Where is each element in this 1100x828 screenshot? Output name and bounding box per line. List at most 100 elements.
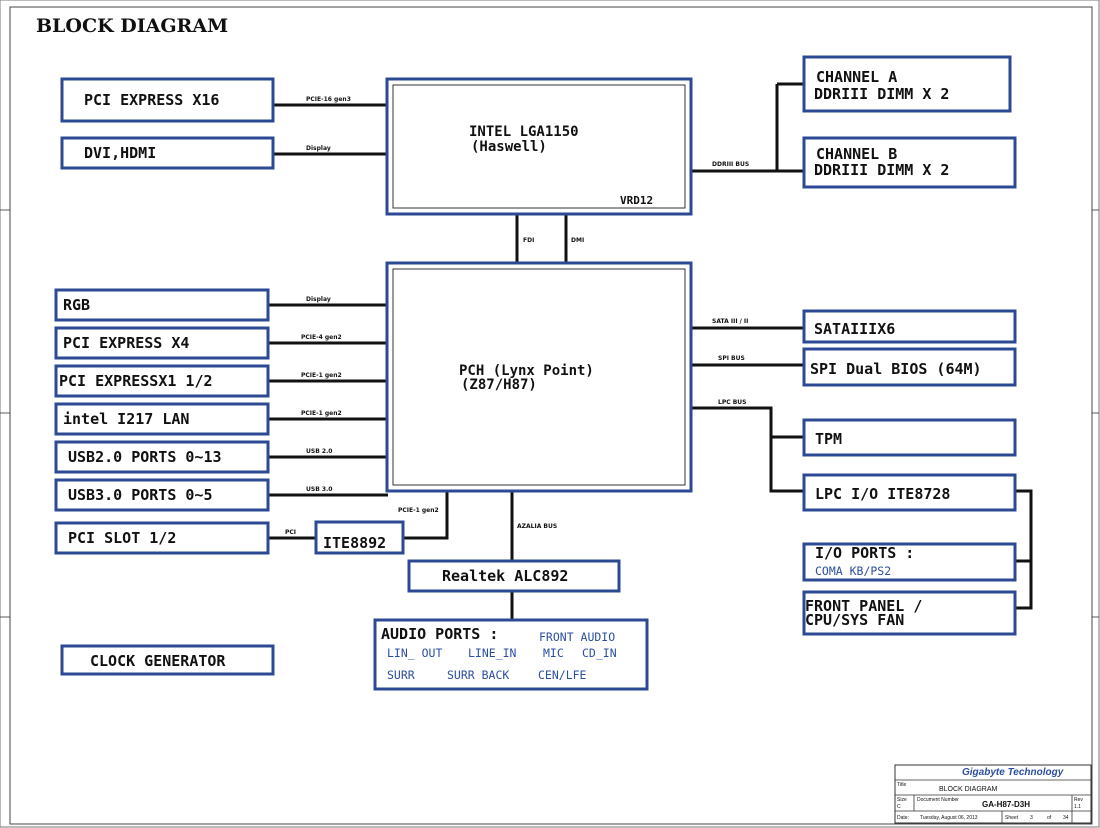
rev-value: 1.1 [1074,804,1081,810]
border-ticks [0,209,1099,618]
ite8892-block: ITE8892 [314,520,405,555]
diagram-title: BLOCK DIAGRAM [36,15,228,37]
realtek-block: Realtek ALC892 [407,559,621,593]
pci-slot-block: PCI SLOT 1/2 [54,521,270,555]
wire-ite-pch [404,492,449,540]
pcie4-label: PCI EXPRESS X4 [63,334,189,352]
sata-block: SATAIIIX6 [802,309,1017,344]
bus-label-ddr: DDRIII BUS [712,161,749,168]
bus-label-pcie1c: PCIE-1 gen2 [398,507,439,514]
wires [269,82,1033,620]
spi-bios-block: SPI Dual BIOS (64M) [802,347,1017,387]
bus-label-lpc: LPC BUS [718,399,746,406]
bus-label-display2: Display [306,296,331,303]
io-ports-detail: COMA KB/PS2 [815,564,891,578]
bus-label-azalia: AZALIA BUS [517,523,557,530]
tpm-block: TPM [802,418,1017,457]
bus-label-sata: SATA III / II [712,318,748,325]
pch-models: (Z87/H87) [461,377,537,393]
sheet-value: 3 [1030,815,1033,821]
audio-surr-back: SURR BACK [447,668,509,682]
pcie16-label: PCI EXPRESS X16 [84,91,219,109]
clock-generator-label: CLOCK GENERATOR [90,652,226,670]
bus-label-usb2: USB 2.0 [306,448,332,455]
usb3-label: USB3.0 PORTS 0~5 [68,486,213,504]
realtek-label: Realtek ALC892 [442,567,568,585]
title-block: Gigabyte Technology Title BLOCK DIAGRAM … [894,764,1092,824]
size-label: Size [897,797,907,803]
audio-mic: MIC [543,646,564,660]
title-label: Title [897,782,906,788]
cpu-vrd: VRD12 [620,194,653,207]
audio-lin-out: LIN_ OUT [387,646,442,660]
bus-label-pcie4: PCIE-4 gen2 [301,334,342,341]
doc-number-label: Document Number [917,797,959,803]
bus-label-pcie16: PCIE-16 gen3 [306,96,351,103]
rgb-block: RGB [54,288,270,322]
bus-label-display1: Display [306,145,331,152]
dvi-hdmi-label: DVI,HDMI [84,144,156,162]
date-label: Date: [897,815,909,821]
lpc-io-block: LPC I/O ITE8728 [802,473,1017,512]
bus-label-pcie1a: PCIE-1 gen2 [301,372,342,379]
pcie1-block: PCI EXPRESSX1 1/2 [54,364,270,398]
pci-slot-label: PCI SLOT 1/2 [68,529,176,547]
clock-generator-block: CLOCK GENERATOR [60,644,275,676]
size-value: C [897,804,901,810]
spi-bios-label: SPI Dual BIOS (64M) [810,360,982,378]
io-ports-label: I/O PORTS : [815,544,914,562]
channel-b-dimm: DDRIII DIMM X 2 [814,161,949,179]
bus-label-fdi: FDI [523,237,534,244]
audio-line-in: LINE_IN [468,646,517,660]
bus-label-pci: PCI [285,529,296,536]
rev-label: Rev [1074,797,1083,803]
audio-cd-in: CD_IN [582,646,617,660]
wire-lpc-riser [1015,489,1033,610]
pcie1-label: PCI EXPRESSX1 1/2 [59,372,213,390]
bus-label-dmi: DMI [571,237,584,244]
audio-cen-lfe: CEN/LFE [538,668,587,682]
sheet-border [9,6,1093,825]
channel-a-block: CHANNEL A DDRIII DIMM X 2 [802,55,1012,113]
channel-b-block: CHANNEL B DDRIII DIMM X 2 [802,136,1017,189]
pcie16-block: PCI EXPRESS X16 [60,77,275,123]
doc-number-value: GA-H87-D3H [982,800,1030,809]
channel-a-label: CHANNEL A [816,68,897,86]
dvi-hdmi-block: DVI,HDMI [60,136,275,170]
wire-lpc [692,406,805,493]
cpu-sys-fan-label: CPU/SYS FAN [805,611,904,629]
date-value: Tuesday, August 06, 2013 [920,815,978,821]
audio-front: FRONT AUDIO [539,630,615,644]
channel-a-dimm: DDRIII DIMM X 2 [814,85,949,103]
usb3-block: USB3.0 PORTS 0~5 [54,478,270,512]
lpc-io-label: LPC I/O ITE8728 [815,485,950,503]
audio-ports-label: AUDIO PORTS : [381,625,498,643]
pcie4-block: PCI EXPRESS X4 [54,326,270,360]
sheet-label: Sheet [1005,815,1019,821]
rgb-label: RGB [63,296,90,314]
tpm-label: TPM [815,430,842,448]
lan-label: intel I217 LAN [63,410,189,428]
bus-labels: PCIE-16 gen3 Display DDRIII BUS FDI DMI … [285,96,749,536]
cpu-codename: (Haswell) [471,139,547,155]
sata-label: SATAIIIX6 [814,320,895,338]
ite8892-label: ITE8892 [323,534,386,552]
usb2-block: USB2.0 PORTS 0~13 [54,440,270,474]
front-panel-block: FRONT PANEL / CPU/SYS FAN [802,590,1017,636]
audio-ports-block: AUDIO PORTS : FRONT AUDIO LIN_ OUT LINE_… [373,618,649,691]
title-value: BLOCK DIAGRAM [939,786,998,793]
cpu-name: INTEL LGA1150 [469,124,579,140]
bus-label-usb3: USB 3.0 [306,486,332,493]
of-label: of [1047,815,1052,821]
channel-b-label: CHANNEL B [816,145,897,163]
of-value: 34 [1063,815,1069,821]
cpu-block: INTEL LGA1150 (Haswell) VRD12 [385,77,693,216]
front-panel-label: FRONT PANEL / [805,597,922,615]
audio-surr: SURR [387,668,415,682]
io-ports-block: I/O PORTS : COMA KB/PS2 [802,542,1017,582]
bus-label-pcie1b: PCIE-1 gen2 [301,410,342,417]
pch-name: PCH (Lynx Point) [459,363,594,379]
